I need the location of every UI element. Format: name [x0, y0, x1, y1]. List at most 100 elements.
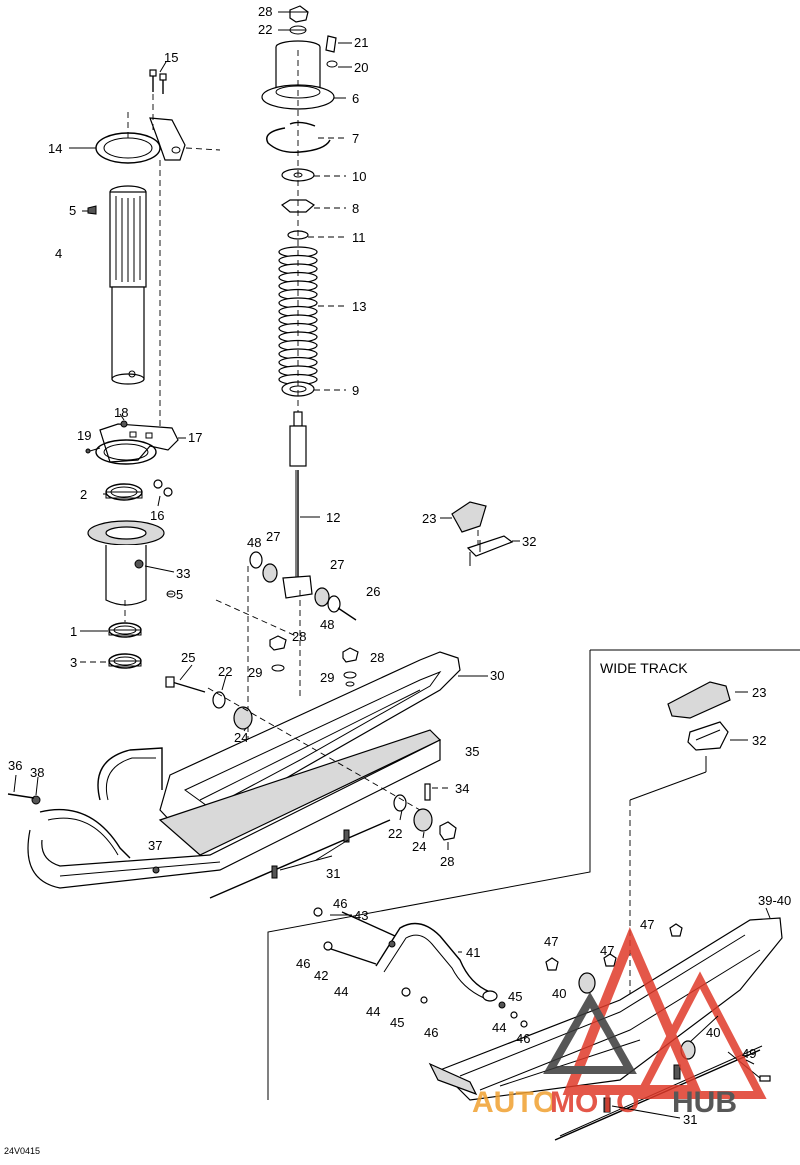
callout-42: 42 [314, 968, 328, 983]
callout-37: 37 [148, 838, 162, 853]
callout-8: 8 [352, 201, 359, 216]
figure-code: 24V0415 [4, 1146, 40, 1156]
bushing-1-icon [108, 622, 142, 638]
callout-28d: 28 [440, 854, 454, 869]
shock-cap-6-icon [261, 40, 335, 110]
callout-17: 17 [188, 430, 202, 445]
callout-9: 9 [352, 383, 359, 398]
callout-41: 41 [466, 945, 480, 960]
bushing-2-icon [105, 483, 143, 501]
callout-32b: 32 [752, 733, 766, 748]
callout-29: 29 [248, 665, 262, 680]
callout-3: 3 [70, 655, 77, 670]
callout-33: 33 [176, 566, 190, 581]
wear-bar-pad-23-icon [451, 501, 487, 533]
callout-27b: 27 [330, 557, 344, 572]
callout-20: 20 [354, 60, 368, 75]
retainer-clip-7-icon [266, 121, 331, 153]
callout-13: 13 [352, 299, 366, 314]
callout-labels: 28 22 21 20 6 7 10 8 11 13 9 12 15 14 5 … [8, 4, 791, 1127]
callout-40b: 40 [706, 1025, 720, 1040]
callout-31b: 31 [683, 1112, 697, 1127]
callout-18: 18 [114, 405, 128, 420]
callout-31: 31 [326, 866, 340, 881]
grease-fitting-5-icon [87, 205, 97, 215]
spindle-assembly [85, 69, 221, 669]
callout-24: 24 [234, 730, 248, 745]
callout-22b: 22 [218, 664, 232, 679]
callout-44b: 44 [366, 1004, 380, 1019]
ski-30-35-icon [7, 651, 461, 899]
automotohub-logo: AUTO MOTO HUB [472, 926, 767, 1119]
callout-23: 23 [422, 511, 436, 526]
callout-5b: 5 [176, 587, 183, 602]
callout-44c: 44 [492, 1020, 506, 1035]
logo-word-moto: MOTO [550, 1086, 639, 1119]
callout-46d: 46 [516, 1031, 530, 1046]
bracket-32-icon [466, 535, 514, 566]
leader-lines [13, 11, 771, 1119]
callout-28b: 28 [292, 629, 306, 644]
callout-46c: 46 [424, 1025, 438, 1040]
callout-43: 43 [354, 908, 368, 923]
bushing-3-icon [108, 653, 142, 669]
callout-46b: 46 [296, 956, 310, 971]
callout-21: 21 [354, 35, 368, 50]
pivot-bolt-assembly [215, 551, 357, 790]
callout-28: 28 [258, 4, 272, 19]
callout-7: 7 [352, 131, 359, 146]
callout-46: 46 [333, 896, 347, 911]
section-label-wide-track: WIDE TRACK [600, 660, 688, 676]
clamp-ring-14-icon [95, 117, 186, 164]
callout-49: 49 [742, 1046, 756, 1061]
callout-47b: 47 [600, 943, 614, 958]
steering-arm-17-icon [85, 420, 179, 497]
callout-44: 44 [334, 984, 348, 999]
callout-11: 11 [352, 230, 366, 245]
callout-12: 12 [326, 510, 340, 525]
callout-48: 48 [247, 535, 261, 550]
callout-47: 47 [544, 934, 558, 949]
callout-45: 45 [390, 1015, 404, 1030]
callout-22: 22 [258, 22, 272, 37]
callout-30: 30 [490, 668, 504, 683]
callout-29b: 29 [320, 670, 334, 685]
wear-pad-23b-icon [667, 681, 731, 719]
wide-track-section [267, 649, 800, 1100]
callout-1: 1 [70, 624, 77, 639]
bolt-15-icon [149, 69, 167, 94]
callout-16: 16 [150, 508, 164, 523]
callout-38: 38 [30, 765, 44, 780]
callout-22c: 22 [388, 826, 402, 841]
callout-40: 40 [552, 986, 566, 1001]
callout-32: 32 [522, 534, 536, 549]
callout-4: 4 [55, 246, 62, 261]
callout-26: 26 [366, 584, 380, 599]
callout-6: 6 [352, 91, 359, 106]
spindle-housing-33-icon [87, 520, 176, 606]
callout-48b: 48 [320, 617, 334, 632]
nut-washer-stacks [269, 635, 359, 687]
callout-28c: 28 [370, 650, 384, 665]
callout-47c: 47 [640, 917, 654, 932]
callout-45b: 45 [508, 989, 522, 1004]
shock-assembly [261, 5, 338, 580]
callout-34: 34 [455, 781, 469, 796]
bracket-32b-icon [687, 721, 729, 751]
callout-14: 14 [48, 141, 62, 156]
callout-27: 27 [266, 529, 280, 544]
callout-10: 10 [352, 169, 366, 184]
callout-2: 2 [80, 487, 87, 502]
callout-24b: 24 [412, 839, 426, 854]
spindle-shaft-4-icon [109, 185, 147, 385]
callout-35: 35 [465, 744, 479, 759]
callout-19: 19 [77, 428, 91, 443]
logo-word-hub: HUB [672, 1086, 737, 1119]
loop-handle-41-icon [313, 907, 528, 1028]
callout-15: 15 [164, 50, 178, 65]
callout-25: 25 [181, 650, 195, 665]
callout-23b: 23 [752, 685, 766, 700]
callout-5: 5 [69, 203, 76, 218]
logo-word-auto: AUTO [472, 1086, 556, 1119]
